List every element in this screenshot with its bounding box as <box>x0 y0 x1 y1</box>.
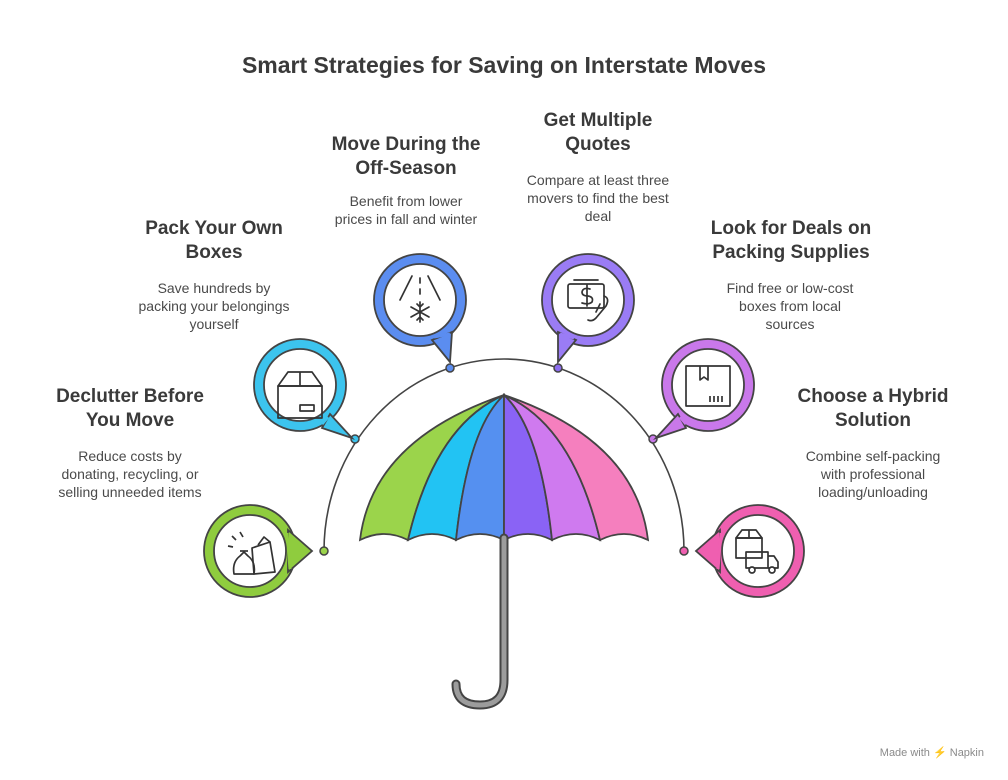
napkin-logo-icon: ⚡ <box>932 747 947 759</box>
bubble-pack-own <box>253 338 356 440</box>
desc-hybrid: Combine self-packing with professional l… <box>805 448 941 500</box>
desc-packing-supplies: Find free or low-cost boxes from local s… <box>726 280 854 332</box>
connector-arc <box>323 358 685 552</box>
desc-multiple-quotes: Compare at least three movers to find th… <box>526 172 670 224</box>
bubble-multiple-quotes <box>541 253 635 365</box>
desc-pack-own: Save hundreds by packing your belongings… <box>138 280 290 332</box>
desc-declutter: Reduce costs by donating, recycling, or … <box>58 448 202 500</box>
heading-packing-supplies: Look for Deals on Packing Supplies <box>710 218 872 263</box>
desc-off-season: Benefit from lower prices in fall and wi… <box>334 193 478 227</box>
connector-dot-2 <box>350 434 360 444</box>
money-hand-icon <box>567 279 609 322</box>
box-icon <box>277 371 323 419</box>
connector-dot-3 <box>445 363 455 373</box>
bubble-off-season <box>373 253 467 365</box>
bubble-packing-supplies <box>652 338 755 440</box>
bubble-hybrid <box>694 504 805 598</box>
page-title: Smart Strategies for Saving on Interstat… <box>241 52 767 78</box>
napkin-credit[interactable]: Made with ⚡ Napkin <box>880 746 984 759</box>
connector-dot-6 <box>679 546 689 556</box>
connector-dot-5 <box>648 434 658 444</box>
canopy-segment-pink <box>503 394 650 542</box>
credit-brand: Napkin <box>949 747 984 759</box>
bubble-declutter <box>203 504 314 598</box>
credit-prefix: Made with <box>879 747 930 759</box>
heading-declutter: Declutter Before You Move <box>56 386 204 431</box>
packing-box-icon <box>685 365 731 407</box>
truck-box-icon <box>735 529 779 574</box>
heading-off-season: Move During the Off-Season <box>331 134 481 179</box>
heading-hybrid: Choose a Hybrid Solution <box>797 386 949 431</box>
heading-multiple-quotes: Get Multiple Quotes <box>543 110 653 155</box>
recycling-bag-icon <box>227 531 276 575</box>
umbrella-handle <box>451 533 509 710</box>
canopy-segment-blue <box>454 392 505 542</box>
connector-dot-4 <box>553 363 563 373</box>
snowflake-road-icon <box>399 275 441 323</box>
connector-dot-1 <box>319 546 329 556</box>
heading-pack-own: Pack Your Own Boxes <box>145 218 283 263</box>
